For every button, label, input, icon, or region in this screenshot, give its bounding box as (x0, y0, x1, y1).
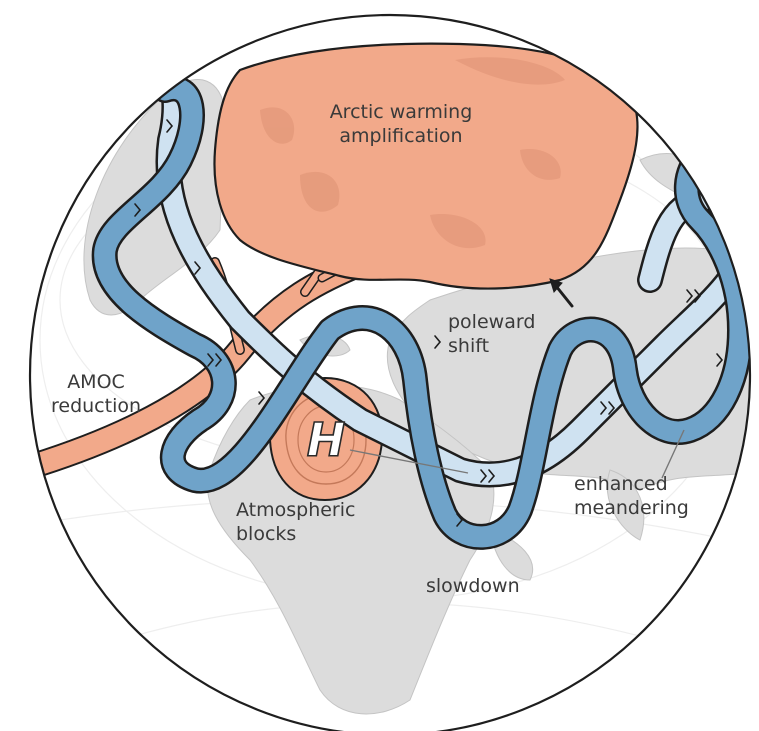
label-meander-line2: meandering (574, 496, 689, 520)
label-arctic-warming-amplification: Arctic warming amplification (308, 100, 494, 148)
label-poleward-shift: poleward shift (448, 310, 535, 358)
label-arctic-line1: Arctic warming (308, 100, 494, 124)
label-meander-line1: enhanced (574, 472, 689, 496)
label-amoc-reduction: AMOC reduction (46, 370, 146, 418)
label-slowdown: slowdown (426, 574, 520, 598)
label-blocks-line2: blocks (236, 522, 355, 546)
label-blocks-line1: Atmospheric (236, 498, 355, 522)
arctic-warming-region (214, 44, 637, 289)
high-pressure-letter: H (307, 413, 346, 467)
label-enhanced-meandering: enhanced meandering (574, 472, 689, 520)
label-poleward-line1: poleward (448, 310, 535, 334)
label-arctic-line2: amplification (308, 124, 494, 148)
label-poleward-line2: shift (448, 334, 535, 358)
label-amoc-line1: AMOC (46, 370, 146, 394)
label-atmospheric-blocks: Atmospheric blocks (236, 498, 355, 546)
label-amoc-line2: reduction (46, 394, 146, 418)
